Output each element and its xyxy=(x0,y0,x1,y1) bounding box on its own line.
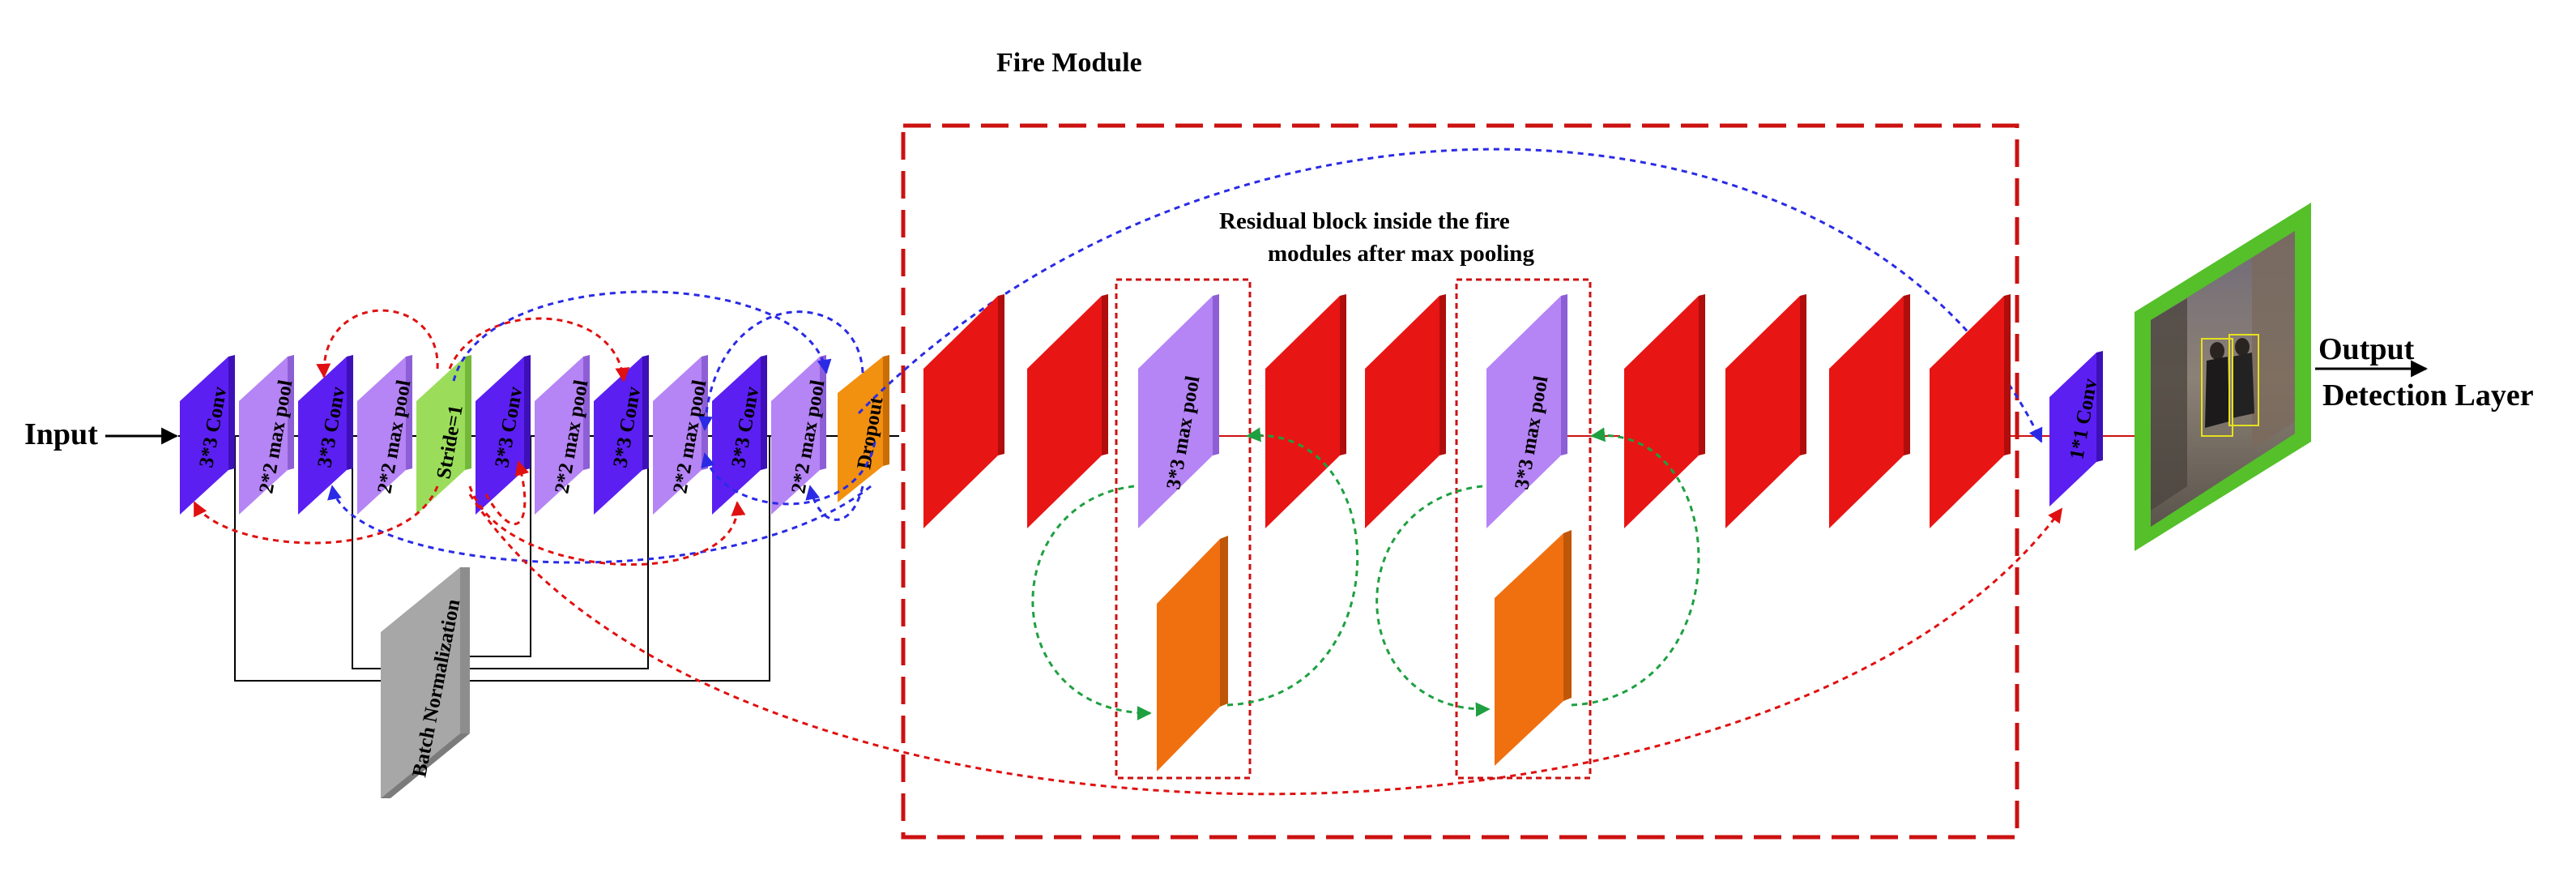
output-detection-image xyxy=(2135,203,2311,551)
long-blue-arc xyxy=(857,147,2043,443)
fire-layer-1 xyxy=(923,296,998,528)
layer-conv1: 3*3 Conv xyxy=(180,355,235,515)
fire-red-layers xyxy=(923,294,2011,528)
fire-module-frame xyxy=(901,123,2019,840)
residual-green-1 xyxy=(1031,427,1359,720)
fire-layer-6 xyxy=(1725,296,1800,528)
fire-orange-2 xyxy=(1495,530,1572,766)
layer-final-conv: 1*1 Conv xyxy=(2049,351,2103,507)
layer-conv5: 3*3 Conv xyxy=(712,355,767,515)
fire-pool2: 3*3 max pool xyxy=(1486,294,1567,528)
fire-layer-3 xyxy=(1265,296,1340,528)
layer-pool3: 2*2 max pool xyxy=(535,355,593,515)
batch-norm-connectors xyxy=(234,436,770,682)
layer-pool1: 2*2 max pool xyxy=(239,355,297,515)
layer-stride: Stride=1 xyxy=(416,355,471,515)
fire-layer-8 xyxy=(1930,296,2004,528)
fire-layer-2 xyxy=(1027,296,1102,528)
long-red-arc xyxy=(468,494,2063,796)
fire-layer-5 xyxy=(1624,296,1699,528)
fire-layer-4 xyxy=(1365,296,1439,528)
residual-caption-line2: modules after max pooling xyxy=(1268,241,1534,267)
fire-orange-1 xyxy=(1157,536,1228,772)
left-skip-arrows xyxy=(193,290,876,566)
layer-conv3: 3*3 Conv xyxy=(476,355,531,515)
fire-layer-7 xyxy=(1829,296,1904,528)
layer-conv4: 3*3 Conv xyxy=(594,355,649,515)
residual-block-1-frame xyxy=(1115,278,1252,780)
fire-module-title: Fire Module xyxy=(996,48,1142,78)
input-label: Input xyxy=(24,417,98,451)
layer-conv2: 3*3 Conv xyxy=(298,355,353,515)
pedestrian-2 xyxy=(2235,338,2250,356)
layer-pool4: 2*2 max pool xyxy=(653,355,711,515)
pedestrian-1 xyxy=(2210,342,2224,360)
batch-normalization-block: Batch Normalization xyxy=(381,567,470,798)
fire-pool1: 3*3 max pool xyxy=(1138,294,1219,528)
output-label: Output xyxy=(2318,332,2415,366)
layer-pool2: 2*2 max pool xyxy=(357,355,416,515)
residual-caption-line1: Residual block inside the fire xyxy=(1219,208,1510,234)
detection-layer-label: Detection Layer xyxy=(2322,378,2534,412)
residual-green-2 xyxy=(1375,427,1700,717)
detection-box-1 xyxy=(2201,338,2233,437)
layer-dropout: Dropout xyxy=(838,355,889,502)
residual-block-2-frame xyxy=(1455,278,1592,780)
detection-box-2 xyxy=(2228,334,2259,426)
layer-pool5: 2*2 max pool xyxy=(771,355,830,515)
